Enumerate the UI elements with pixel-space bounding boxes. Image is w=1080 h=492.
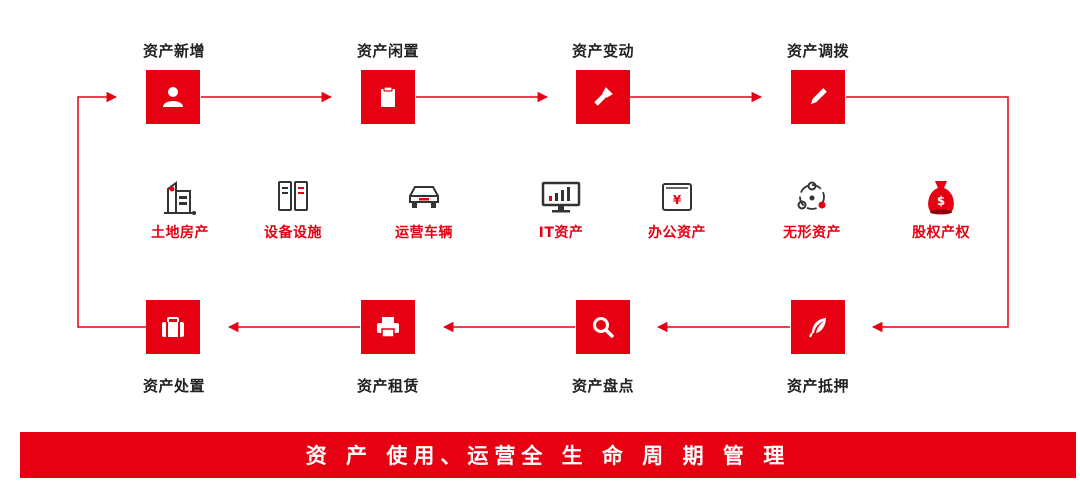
- category-intangible-assets: 无形资产: [762, 178, 862, 242]
- wallet-yuan-icon: ¥: [662, 183, 692, 211]
- stage-change-button[interactable]: [576, 70, 630, 124]
- category-office-assets: ¥ 办公资产: [627, 178, 727, 242]
- stage-label-inventory: 资产盘点: [571, 377, 634, 395]
- flashlight-icon: [594, 87, 613, 106]
- category-label: 无形资产: [783, 225, 841, 241]
- stage-label-lease: 资产租赁: [356, 377, 419, 395]
- category-label: 设备设施: [264, 225, 322, 241]
- money-bag-icon: $: [928, 181, 954, 215]
- category-label: 土地房产: [151, 225, 209, 241]
- stage-add-button[interactable]: [146, 70, 200, 124]
- svg-text:$: $: [937, 194, 945, 208]
- clipboard-icon: [381, 86, 395, 107]
- stage-pledge-button[interactable]: [791, 300, 845, 354]
- briefcase-icon: [162, 317, 184, 337]
- banner-text: 资 产 使用、运营全 生 命 周 期 管 理: [305, 444, 791, 468]
- stage-transfer-button[interactable]: [791, 70, 845, 124]
- category-label: 股权产权: [912, 225, 970, 241]
- stage-lease-button[interactable]: [361, 300, 415, 354]
- network-cycle-icon: [797, 181, 826, 210]
- category-label: 办公资产: [648, 225, 706, 241]
- stage-label-add: 资产新增: [142, 42, 205, 60]
- category-equipment: 设备设施: [243, 178, 343, 242]
- svg-text:¥: ¥: [673, 193, 682, 207]
- category-it-assets: IT资产: [511, 178, 611, 242]
- server-icon: [278, 181, 308, 211]
- stage-inventory-button[interactable]: [576, 300, 630, 354]
- stage-label-idle: 资产闲置: [356, 42, 419, 60]
- printer-icon: [377, 317, 399, 338]
- category-label: 运营车辆: [395, 225, 453, 241]
- category-land-property: 土地房产: [130, 178, 230, 242]
- monitor-chart-icon: [541, 181, 581, 213]
- category-equity-rights: $ 股权产权: [891, 178, 991, 242]
- feather-icon: [809, 318, 826, 338]
- building-icon: [164, 181, 196, 215]
- search-icon: [593, 317, 614, 338]
- connector-transfer-pledge: [846, 96, 1009, 333]
- user-icon: [163, 87, 183, 107]
- stage-label-disposal: 资产处置: [142, 377, 205, 395]
- category-vehicles: 运营车辆: [374, 178, 474, 242]
- stage-disposal-button[interactable]: [146, 300, 200, 354]
- stage-label-change: 资产变动: [571, 42, 634, 60]
- pencil-icon: [810, 88, 827, 105]
- category-label: IT资产: [538, 225, 584, 241]
- lifecycle-banner: 资 产 使用、运营全 生 命 周 期 管 理: [20, 432, 1076, 478]
- stage-label-pledge: 资产抵押: [786, 377, 849, 395]
- car-icon: [409, 186, 439, 208]
- connector-disposal-add: [77, 91, 146, 328]
- stage-label-transfer: 资产调拨: [786, 42, 849, 60]
- stage-idle-button[interactable]: [361, 70, 415, 124]
